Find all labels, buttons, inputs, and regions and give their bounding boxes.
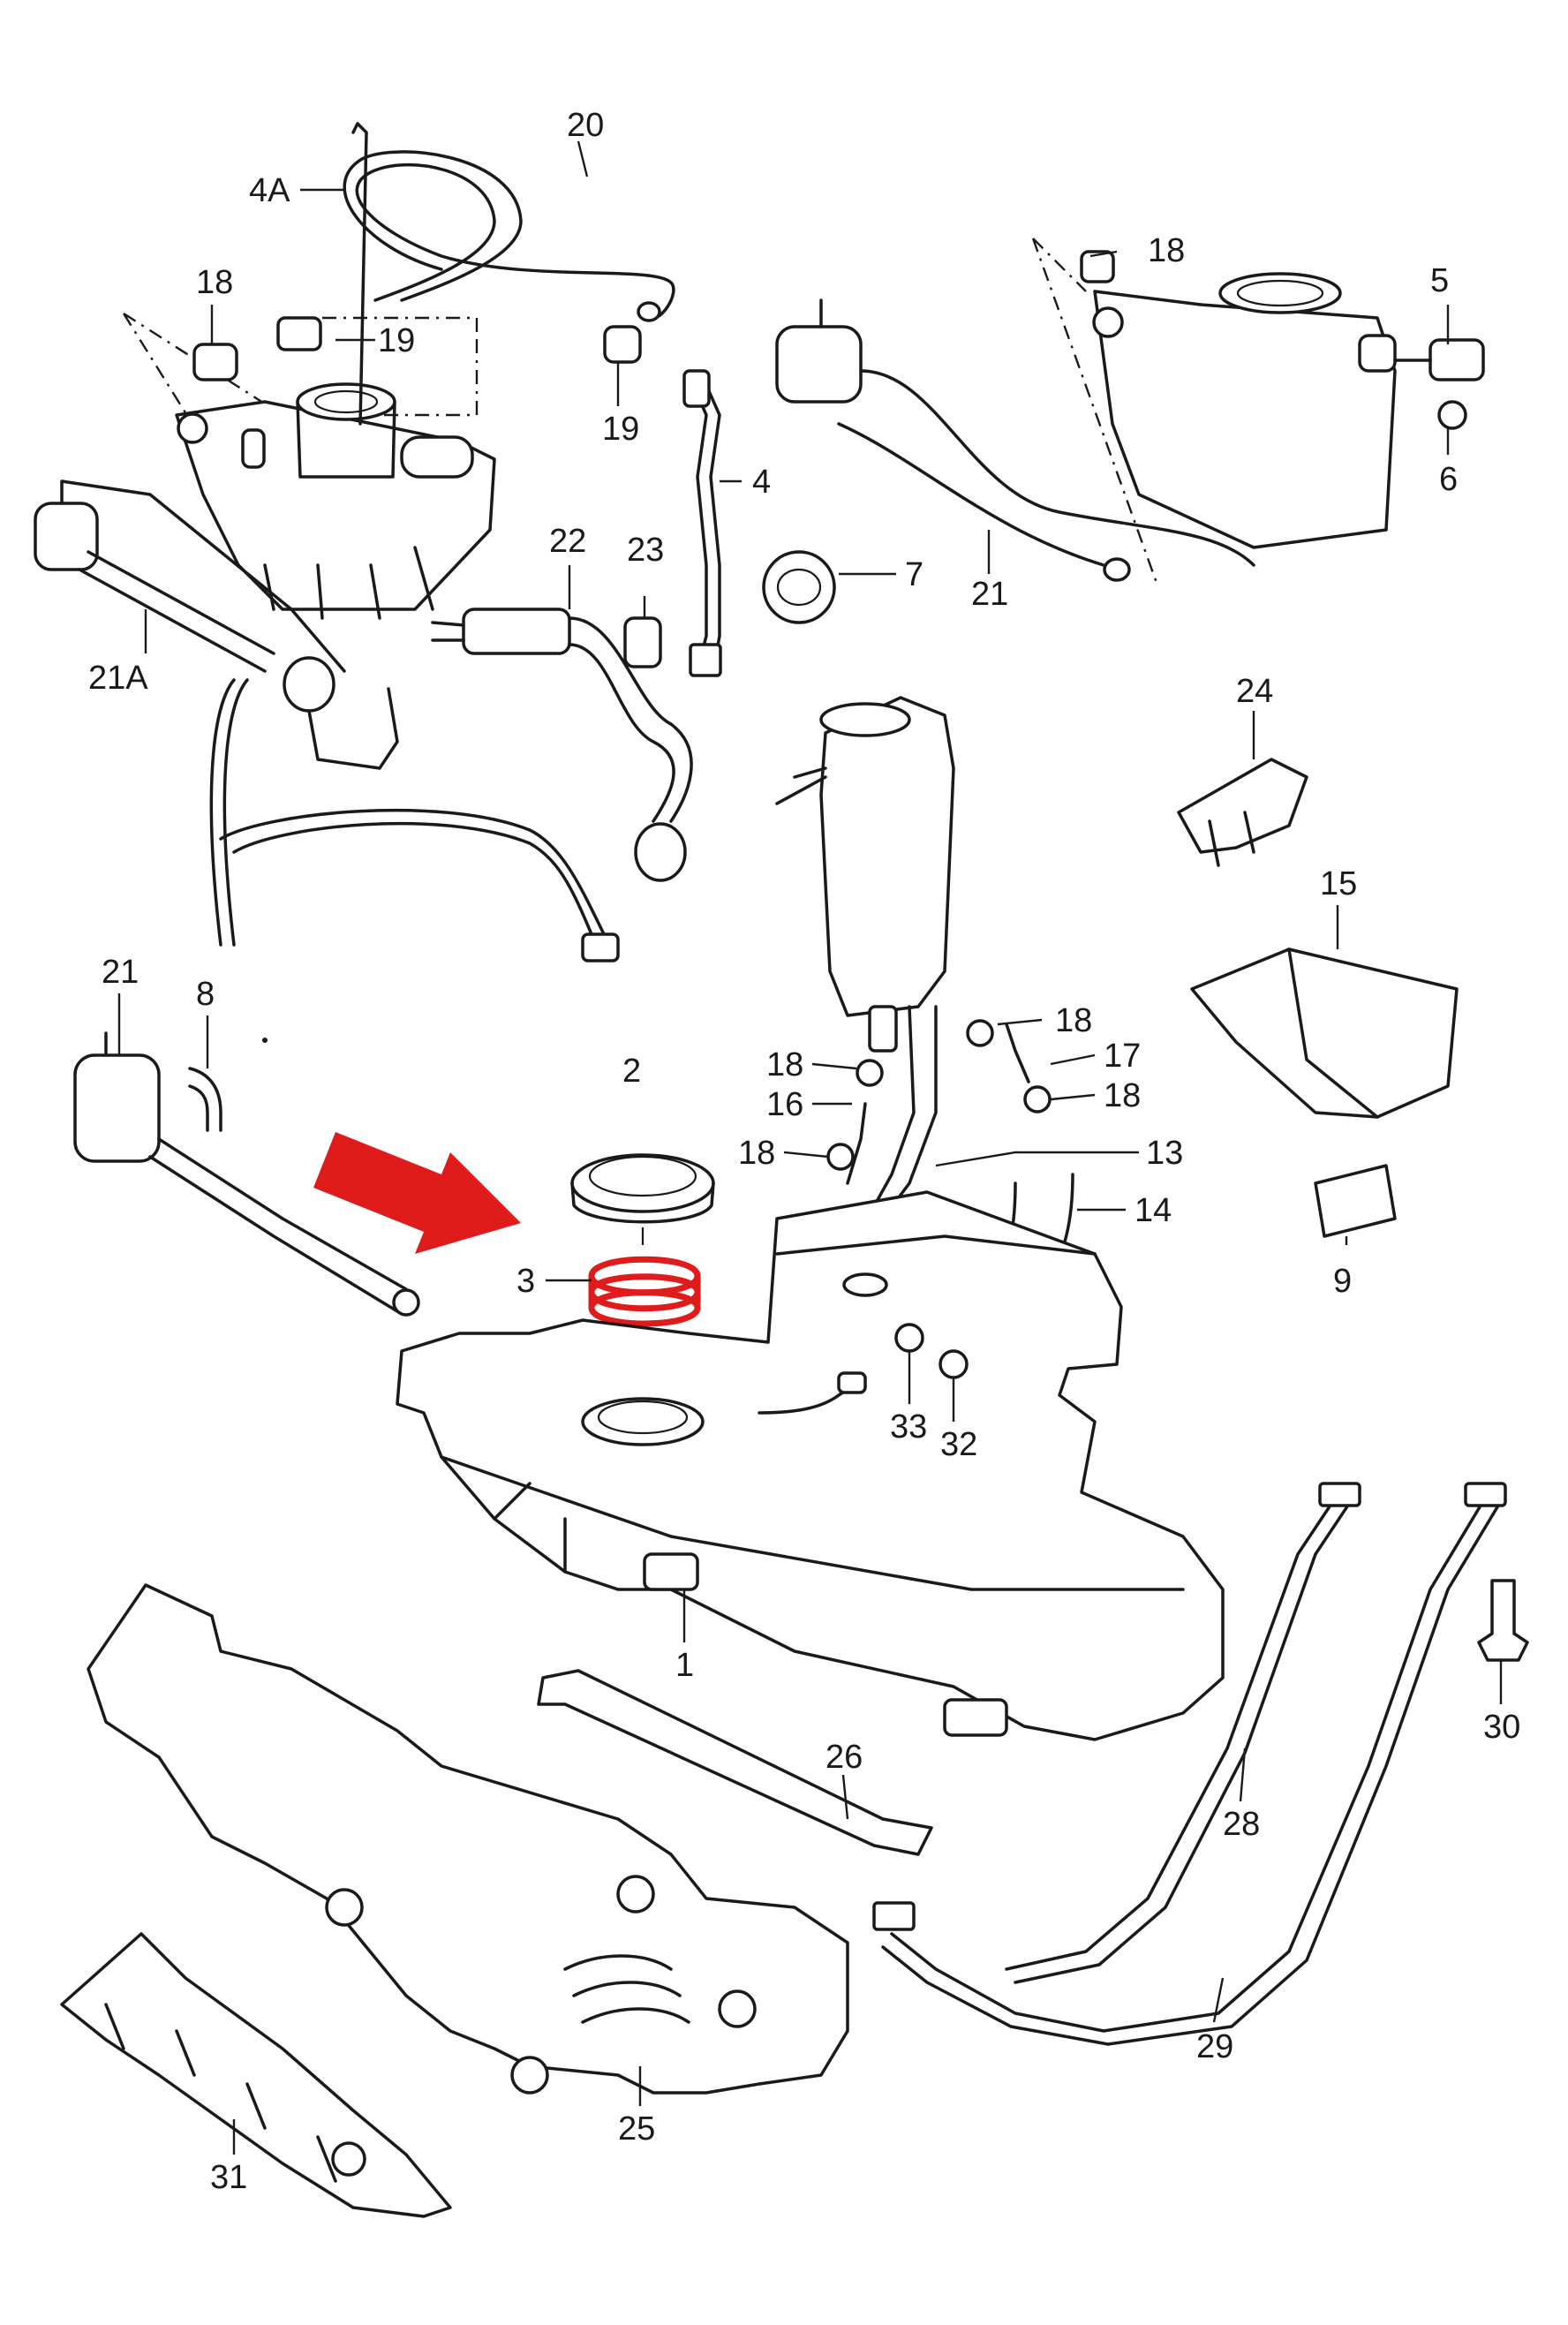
- bracket-26: [537, 1669, 933, 1856]
- callout-17: 17: [1104, 1038, 1141, 1075]
- callout-18: 18: [1104, 1077, 1141, 1114]
- valve-21a: [34, 479, 620, 962]
- callout-21: 21: [971, 576, 1008, 613]
- shield-31: [60, 1932, 452, 2218]
- speck-dot: [262, 1038, 268, 1043]
- callout-2: 2: [622, 1053, 641, 1090]
- callout-30: 30: [1483, 1709, 1520, 1746]
- heat-shield-25: [87, 1583, 849, 2095]
- callout-21: 21: [102, 954, 139, 991]
- callout-8: 8: [196, 976, 215, 1013]
- callout-33: 33: [890, 1408, 927, 1446]
- callout-4: 4: [752, 464, 771, 501]
- callout-18: 18: [766, 1046, 803, 1083]
- hose-20: [343, 150, 675, 322]
- elbow-8: [188, 1067, 222, 1132]
- callout-4a: 4A: [249, 172, 290, 209]
- callout-22: 22: [549, 523, 586, 560]
- rod-4a: [351, 122, 368, 426]
- clip-24: [1177, 758, 1308, 867]
- callout-3: 3: [516, 1263, 535, 1300]
- valve-21-upper: [775, 298, 1255, 582]
- tank-strap-29: [872, 1482, 1507, 2046]
- clip-19-group: [276, 316, 642, 364]
- callout-31: 31: [210, 2159, 247, 2196]
- valve-21-lower: [73, 1031, 420, 1317]
- callout-13: 13: [1146, 1135, 1183, 1172]
- callout-19: 19: [602, 411, 639, 448]
- wiring-4: [682, 369, 722, 677]
- clamps-18-centre: [826, 1019, 1052, 1171]
- cover-15: [1190, 947, 1459, 1119]
- lock-ring-2: [570, 1153, 715, 1245]
- callout-26: 26: [825, 1739, 863, 1776]
- tank-strap-28: [1005, 1482, 1361, 1984]
- filler-neck-assembly-right: [1031, 238, 1397, 584]
- leader-lines: [117, 140, 1503, 2155]
- callout-9: 9: [1333, 1263, 1352, 1300]
- callout-18: 18: [196, 264, 233, 301]
- callout-29: 29: [1196, 2028, 1233, 2065]
- filler-pipe: [775, 696, 955, 1220]
- callout-18: 18: [738, 1135, 775, 1172]
- fuel-tank-1: [396, 1190, 1225, 1741]
- callout-labels: 20 4A 18 19 19 4 21A 22 23 18 5 6 21 7 2…: [88, 107, 1520, 2196]
- callout-25: 25: [618, 2110, 655, 2148]
- filler-neck-assembly-left: [122, 312, 496, 620]
- clip-9: [1314, 1164, 1397, 1238]
- callout-19: 19: [378, 322, 415, 359]
- bolt-30: [1477, 1579, 1529, 1662]
- callout-6: 6: [1439, 461, 1458, 498]
- callout-5: 5: [1430, 262, 1449, 299]
- cap-23: [623, 616, 662, 668]
- callout-14: 14: [1135, 1192, 1172, 1229]
- callout-1: 1: [675, 1647, 694, 1684]
- clamps-32-33: [894, 1323, 969, 1379]
- callout-18: 18: [1055, 1002, 1092, 1039]
- callout-16: 16: [766, 1086, 803, 1123]
- callout-21a: 21A: [88, 660, 148, 697]
- callout-28: 28: [1223, 1806, 1260, 1843]
- callout-20: 20: [567, 107, 604, 144]
- callout-15: 15: [1320, 865, 1357, 902]
- callout-23: 23: [627, 532, 664, 569]
- switch-5: [1393, 338, 1485, 430]
- callout-24: 24: [1236, 673, 1273, 710]
- callout-18: 18: [1148, 232, 1185, 269]
- callout-32: 32: [940, 1426, 977, 1463]
- callout-7: 7: [905, 556, 923, 593]
- clamp-18-left: [192, 343, 238, 381]
- valve-22: [431, 608, 693, 882]
- cap-7: [762, 550, 836, 624]
- arrow-right-down-icon: [313, 1132, 521, 1254]
